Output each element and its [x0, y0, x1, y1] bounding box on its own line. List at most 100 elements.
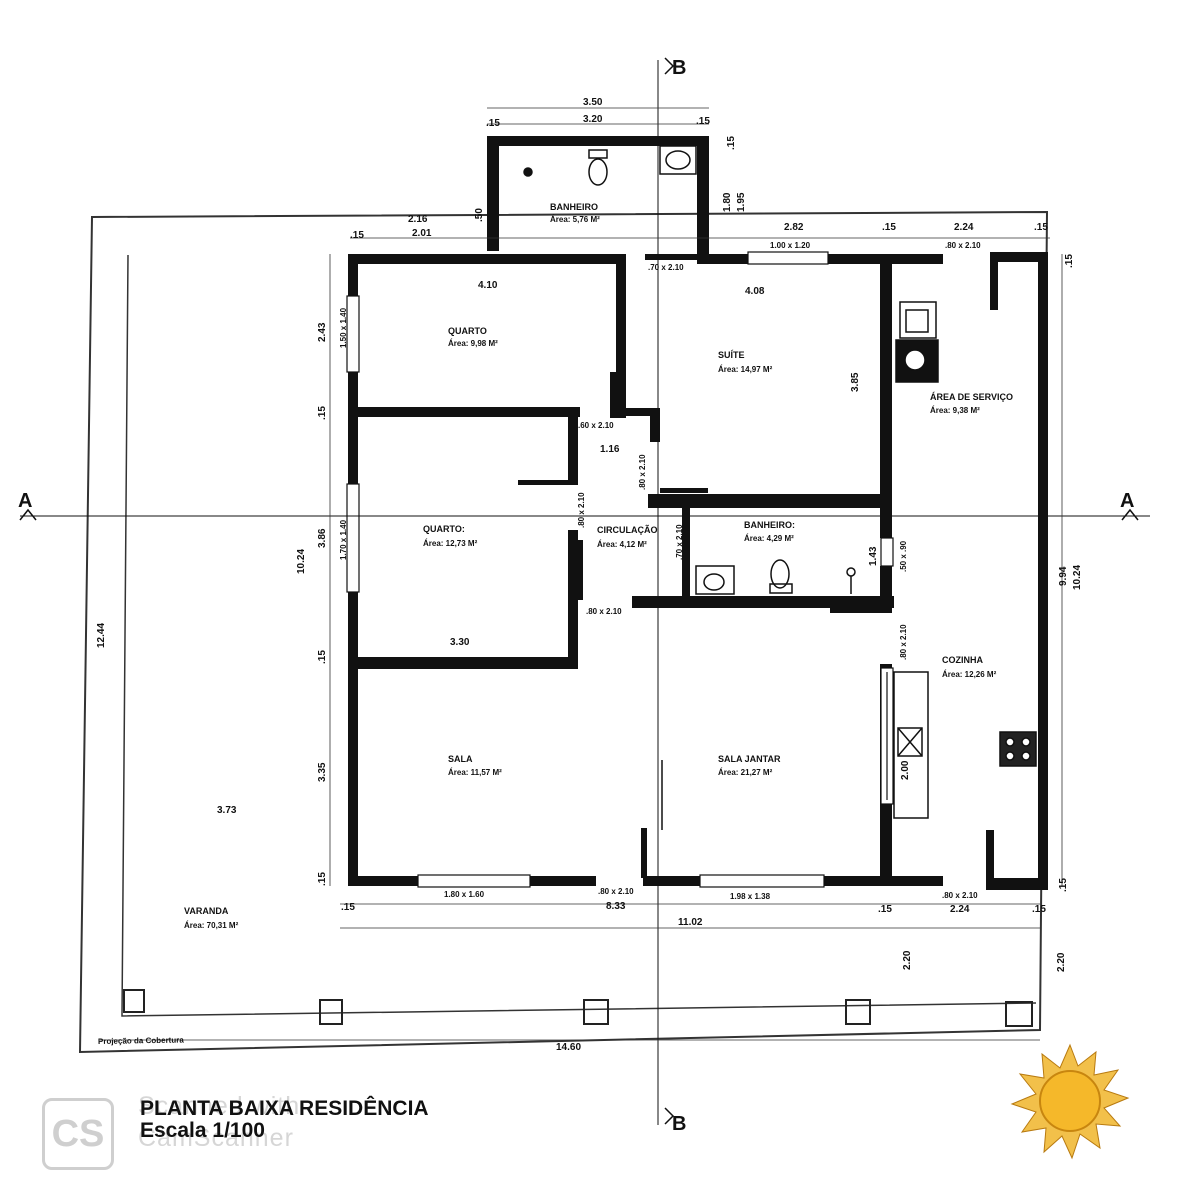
plan-scale: Escala 1/100 [140, 1119, 265, 1142]
quarto2-name: QUARTO: [423, 524, 465, 534]
dim-015-c: .15 [350, 230, 364, 241]
sala-area: Área: 11,57 M² [448, 768, 502, 777]
title-block: PLANTA BAIXA RESIDÊNCIA Escala 1/100 [140, 1098, 429, 1142]
sala-jantar-name: SALA JANTAR [718, 754, 781, 764]
section-a-left: A [18, 490, 32, 512]
banheiro-top-area: Área: 5,76 M² [550, 215, 600, 224]
circulacao-area: Área: 4,12 M² [597, 540, 647, 549]
dim-015-n: .15 [726, 136, 737, 150]
dim-335: 3.35 [317, 762, 328, 782]
dim-015-b: .15 [696, 116, 710, 127]
roof-projection-outline [78, 210, 1049, 1054]
dim-015-j: .15 [317, 650, 328, 664]
dim-216: 2.16 [408, 214, 428, 225]
dim-116: 1.16 [600, 444, 620, 455]
dim-015-k: .15 [317, 872, 328, 886]
dim-015-i: .15 [317, 406, 328, 420]
dim-143: 1.43 [868, 546, 879, 566]
dim-1024-right: 10.24 [1072, 565, 1083, 590]
sun-icon [1010, 1043, 1130, 1160]
camscanner-logo: CS [42, 1098, 114, 1170]
section-b-top: B [672, 57, 686, 79]
camscanner-watermark: Scanned with CamScanner [138, 1090, 300, 1154]
dim-1244: 12.44 [96, 623, 107, 648]
dim-015-l: .15 [1064, 254, 1075, 268]
section-markers [19, 57, 1139, 1125]
sala-jantar-area: Área: 21,27 M² [718, 768, 773, 777]
quarto2-area: Área: 12,73 M² [423, 539, 478, 548]
cozinha-area: Área: 12,26 M² [942, 670, 997, 679]
dim-224-bottom: 2.24 [950, 904, 970, 915]
dim-386: 3.86 [317, 528, 328, 548]
opening-d70x210-b: .70 x 2.10 [675, 524, 684, 560]
dim-330: 3.30 [450, 637, 470, 648]
dim-220-left: 2.20 [902, 950, 913, 970]
dim-1460: 14.60 [556, 1042, 581, 1053]
opening-w100x120: 1.00 x 1.20 [770, 241, 811, 250]
dim-201: 2.01 [412, 228, 432, 239]
quarto1-area: Área: 9,98 M² [448, 339, 498, 348]
opening-d80x210-c: .80 x 2.10 [598, 887, 634, 896]
dim-015-h: .15 [1032, 904, 1046, 915]
dim-224-top: 2.24 [954, 222, 974, 233]
dim-200: 2.00 [900, 760, 911, 780]
fixtures [523, 145, 1037, 819]
section-a-right: A [1120, 490, 1134, 512]
watermark-line1: Scanned with [138, 1092, 301, 1120]
area-servico-area: Área: 9,38 M² [930, 406, 980, 415]
varanda-name: VARANDA [184, 906, 229, 916]
dim-015-d: .15 [882, 222, 896, 233]
suite-area: Área: 14,97 M² [718, 365, 773, 374]
dim-994: 9.94 [1058, 566, 1069, 586]
suite-name: SUÍTE [718, 350, 745, 360]
dim-1024-left: 10.24 [296, 549, 307, 574]
opening-d80x210-g: .80 x 2.10 [899, 624, 908, 660]
dim-320: 3.20 [583, 114, 603, 125]
watermark-line2: CamScanner [138, 1124, 294, 1152]
dim-195: 1.95 [736, 192, 747, 212]
opening-w50x90: .50 x .90 [899, 540, 908, 572]
opening-w170x140: 1.70 x 1.40 [339, 519, 348, 560]
dim-373: 3.73 [217, 805, 237, 816]
dim-015-a: .15 [486, 118, 500, 129]
dim-015-m: .15 [1058, 878, 1069, 892]
circulacao-name: CIRCULAÇÃO [597, 525, 658, 535]
area-servico-name: ÁREA DE SERVIÇO [930, 392, 1013, 402]
banheiro-mid-name: BANHEIRO: [744, 520, 795, 530]
dim-015-e: .15 [1034, 222, 1048, 233]
plan-title: PLANTA BAIXA RESIDÊNCIA [140, 1097, 429, 1120]
opening-d80x210-b: .80 x 2.10 [586, 607, 622, 616]
dim-243: 2.43 [317, 322, 328, 342]
dim-833: 8.33 [606, 901, 626, 912]
quarto1-name: QUARTO [448, 326, 487, 336]
dim-350: 3.50 [583, 97, 603, 108]
opening-d80x210-e: .80 x 2.10 [577, 492, 586, 528]
opening-d80x210-f: .80 x 2.10 [638, 454, 647, 490]
opening-d70x210-a: .70 x 2.10 [648, 263, 684, 272]
banheiro-top-name: BANHEIRO [550, 202, 598, 212]
sala-name: SALA [448, 754, 473, 764]
opening-d80x210-d: .80 x 2.10 [942, 891, 978, 900]
opening-d80x210-a: .80 x 2.10 [945, 241, 981, 250]
dim-180: 1.80 [722, 192, 733, 212]
dim-050: .50 [474, 208, 485, 222]
dim-385: 3.85 [850, 372, 861, 392]
dimension-lines [100, 107, 1063, 1041]
opening-w198x138: 1.98 x 1.38 [730, 892, 771, 901]
opening-d60x210: .60 x 2.10 [578, 421, 614, 430]
dim-408: 4.08 [745, 286, 765, 297]
dim-410: 4.10 [478, 280, 498, 291]
opening-w180x160: 1.80 x 1.60 [444, 890, 485, 899]
dim-015-f: .15 [341, 902, 355, 913]
opening-w150x140: 1.50 x 1.40 [339, 307, 348, 348]
camscanner-logo-text: CS [51, 1112, 105, 1155]
roof-projection-label: Projeção da Cobertura [98, 1035, 184, 1046]
varanda-area: Área: 70,31 M² [184, 921, 239, 930]
dim-282: 2.82 [784, 222, 804, 233]
banheiro-mid-area: Área: 4,29 M² [744, 534, 794, 543]
cozinha-name: COZINHA [942, 655, 983, 665]
dim-220-right: 2.20 [1056, 952, 1067, 972]
section-b-bottom: B [672, 1113, 686, 1135]
dim-1102: 11.02 [678, 917, 703, 928]
